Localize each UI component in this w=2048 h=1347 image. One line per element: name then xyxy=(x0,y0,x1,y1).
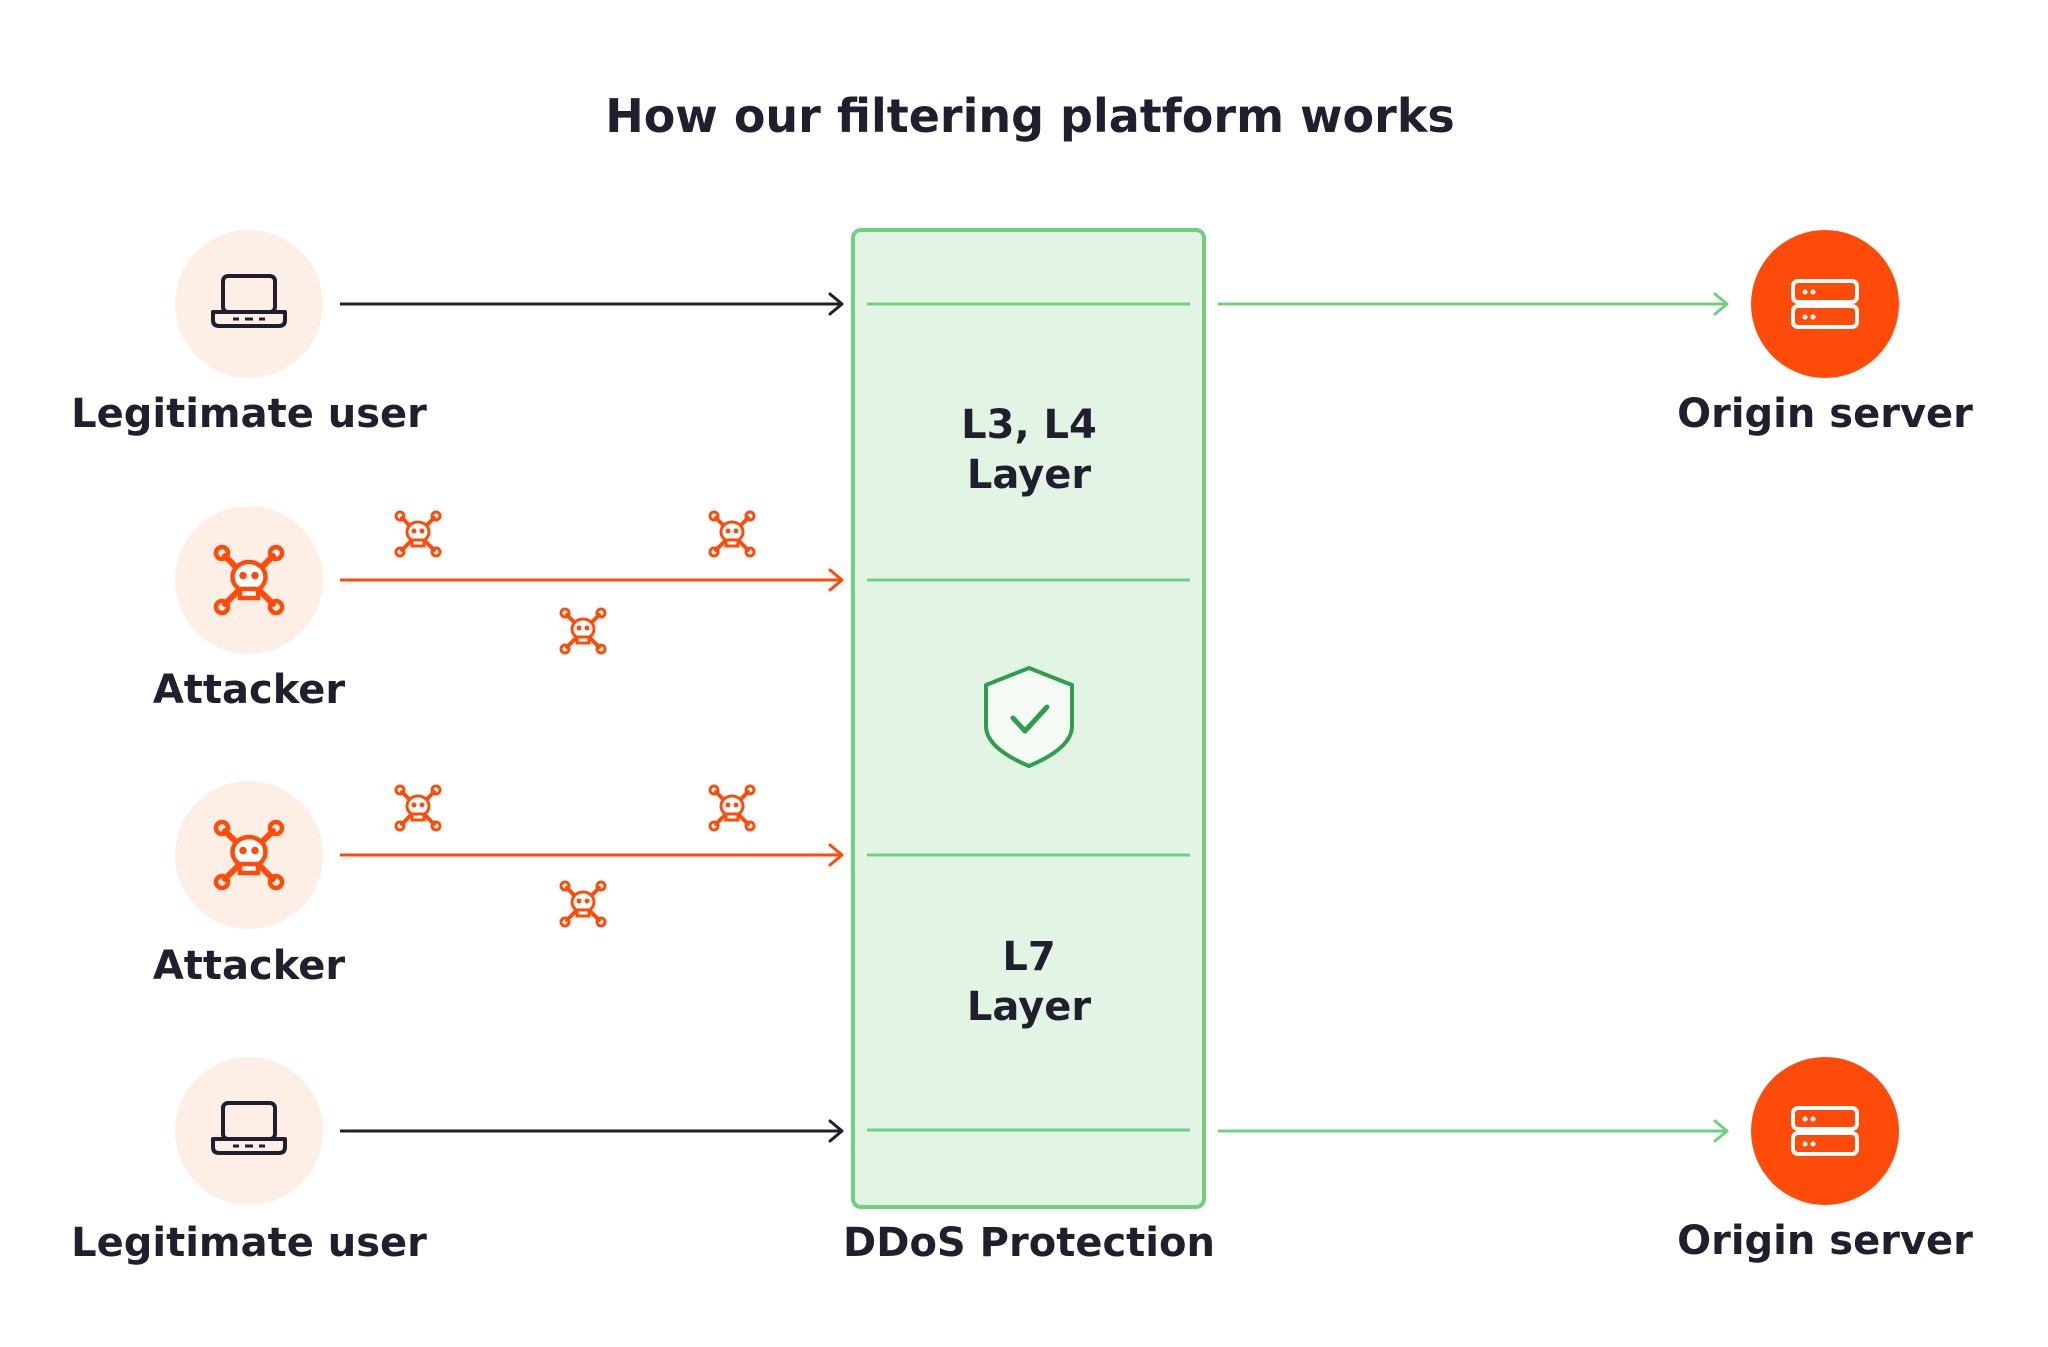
origin-server-label-2: Origin server xyxy=(1677,1218,1973,1264)
shield-check-icon xyxy=(984,666,1074,768)
arrow-legit-2 xyxy=(340,1119,844,1143)
arrow-attack-2 xyxy=(340,843,844,867)
origin-server-2 xyxy=(1751,1057,1899,1205)
client-label-attacker-1: Attacker xyxy=(152,667,346,713)
arrow-clean-1 xyxy=(1218,292,1729,316)
arrow-legit-1 xyxy=(340,292,844,316)
legitimate-user-avatar-1 xyxy=(175,230,323,378)
origin-server-1 xyxy=(1751,230,1899,378)
attack-packet-icon xyxy=(708,510,756,558)
arrow-clean-2 xyxy=(1218,1119,1729,1143)
attacker-avatar-1 xyxy=(175,506,323,654)
attack-packet-icon xyxy=(559,880,607,928)
arrow-attack-1 xyxy=(340,568,844,592)
page-title: How our filtering platform works xyxy=(605,89,1455,143)
attack-packet-icon xyxy=(394,510,442,558)
attacker-avatar-2 xyxy=(175,781,323,929)
layer-l3-l4-label: L3, L4 Layer xyxy=(961,402,1097,498)
origin-server-label-1: Origin server xyxy=(1677,391,1973,437)
client-label-attacker-2: Attacker xyxy=(152,943,346,989)
attack-packet-icon xyxy=(394,784,442,832)
ddos-protection-label: DDoS Protection xyxy=(843,1220,1215,1266)
legitimate-user-avatar-2 xyxy=(175,1057,323,1205)
attack-packet-icon xyxy=(708,784,756,832)
layer-l7-label: L7 Layer xyxy=(966,934,1092,1030)
attack-packet-icon xyxy=(559,607,607,655)
client-label-legit-2: Legitimate user xyxy=(71,1220,427,1266)
client-label-legit-1: Legitimate user xyxy=(71,391,427,437)
